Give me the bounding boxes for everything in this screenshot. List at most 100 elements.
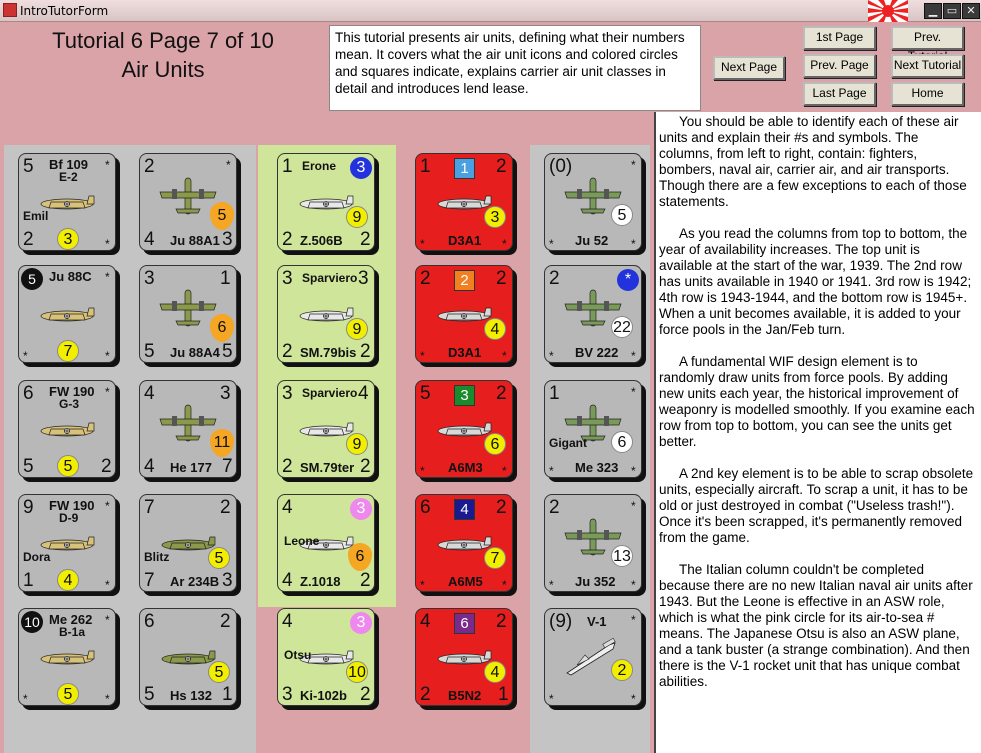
air-unit-counter[interactable]: 2*Ju 352**13 — [544, 494, 642, 592]
star-marker: * — [226, 158, 231, 172]
star-marker: * — [549, 464, 554, 478]
star-marker: * — [105, 613, 110, 627]
unit-name: Ki-102b — [300, 688, 347, 703]
star-marker: * — [23, 349, 28, 363]
top-right-value: 2 — [496, 497, 507, 518]
bottom-left-value: 4 — [282, 570, 293, 591]
value-circle: 13 — [611, 545, 633, 567]
top-left-value: 6 — [23, 383, 34, 404]
title-bar: IntroTutorForm ▁ ▭ ✕ — [0, 0, 981, 22]
unit-name: Ju 52 — [575, 233, 609, 248]
unit-name: Ju 88C — [49, 269, 92, 284]
aircraft-icon — [161, 536, 216, 551]
explanation-text-panel: You should be able to identify each of t… — [654, 112, 981, 753]
last-page-button[interactable]: Last Page — [803, 82, 876, 106]
bottom-left-value: 3 — [282, 684, 293, 705]
next-page-button[interactable]: Next Page — [713, 56, 785, 80]
unit-name: Hs 132 — [170, 688, 212, 703]
first-page-button[interactable]: 1st Page — [803, 26, 876, 50]
top-left-value: (0) — [549, 156, 573, 177]
app-icon — [3, 3, 17, 17]
star-marker: * — [502, 349, 507, 363]
maximize-button[interactable]: ▭ — [943, 3, 961, 19]
value-circle: 4 — [484, 318, 506, 340]
aircraft-icon — [40, 422, 95, 437]
side-value-drop: 6 — [348, 543, 372, 571]
value-circle: 9 — [346, 433, 368, 455]
value-circle: 5 — [208, 661, 230, 683]
aircraft-icon — [437, 650, 492, 665]
bottom-left-value: 4 — [144, 229, 155, 250]
bottom-left-value: 2 — [282, 229, 293, 250]
minimize-button[interactable]: ▁ — [924, 3, 942, 19]
value-circle: 3 — [57, 228, 79, 250]
unit-nickname: Sparviero — [302, 386, 358, 400]
bottom-right-value: 1 — [222, 684, 233, 705]
tutorial-subtitle: Air Units — [121, 57, 205, 82]
unit-name: SM.79bis — [300, 345, 357, 360]
unit-name: SM.79ter — [300, 460, 355, 475]
top-left-value: 4 — [420, 611, 431, 632]
unit-model: G-3 — [59, 397, 80, 411]
unit-nickname: Emil — [23, 209, 49, 223]
top-left-value: 1 — [420, 156, 431, 177]
unit-name: BV 222 — [575, 345, 619, 360]
prev-page-button[interactable]: Prev. Page — [803, 54, 876, 78]
bottom-right-value: 3 — [222, 570, 233, 591]
top-left-circle: 10 — [21, 611, 43, 633]
star-marker: * — [420, 578, 425, 592]
prev-tutorial-button[interactable]: Prev. Tutorial — [891, 26, 964, 63]
star-marker: * — [549, 349, 554, 363]
air-unit-counter[interactable]: 5*Ju 88C**7 — [18, 265, 116, 363]
top-left-value: 3 — [282, 268, 293, 289]
star-marker: * — [105, 270, 110, 284]
aircraft-icon — [159, 177, 217, 215]
carrier-class-square: 3 — [454, 385, 475, 406]
top-right-value: 3 — [358, 268, 369, 289]
home-button[interactable]: Home — [891, 82, 964, 106]
unit-name: D3A1 — [448, 345, 482, 360]
close-button[interactable]: ✕ — [962, 3, 980, 19]
star-marker: * — [105, 349, 110, 363]
air-unit-counter[interactable]: (0)*Ju 52**5 — [544, 153, 642, 251]
aircraft-icon — [437, 307, 492, 322]
bottom-left-value: 1 — [23, 570, 34, 591]
unit-name: Z.506B — [300, 233, 343, 248]
window-title: IntroTutorForm — [20, 4, 109, 18]
unit-nickname: Dora — [23, 550, 51, 564]
air-unit-counter[interactable]: 2*BV 222**22 — [544, 265, 642, 363]
aircraft-icon — [40, 536, 95, 551]
air-unit-counter[interactable]: (9)*V-1**2 — [544, 608, 642, 706]
star-marker: * — [631, 349, 636, 363]
unit-name: FW 190 — [49, 498, 95, 513]
next-tutorial-button[interactable]: Next Tutorial — [891, 54, 964, 78]
unit-model: D-9 — [59, 511, 79, 525]
carrier-class-square: 1 — [454, 158, 475, 179]
top-right-value: 2 — [496, 611, 507, 632]
bottom-right-value: 2 — [360, 570, 371, 591]
paragraph: As you read the columns from top to bott… — [659, 226, 972, 337]
bottom-right-value: 5 — [222, 341, 233, 362]
unit-name: Ju 88A4 — [170, 345, 220, 360]
value-circle: 10 — [346, 661, 368, 683]
